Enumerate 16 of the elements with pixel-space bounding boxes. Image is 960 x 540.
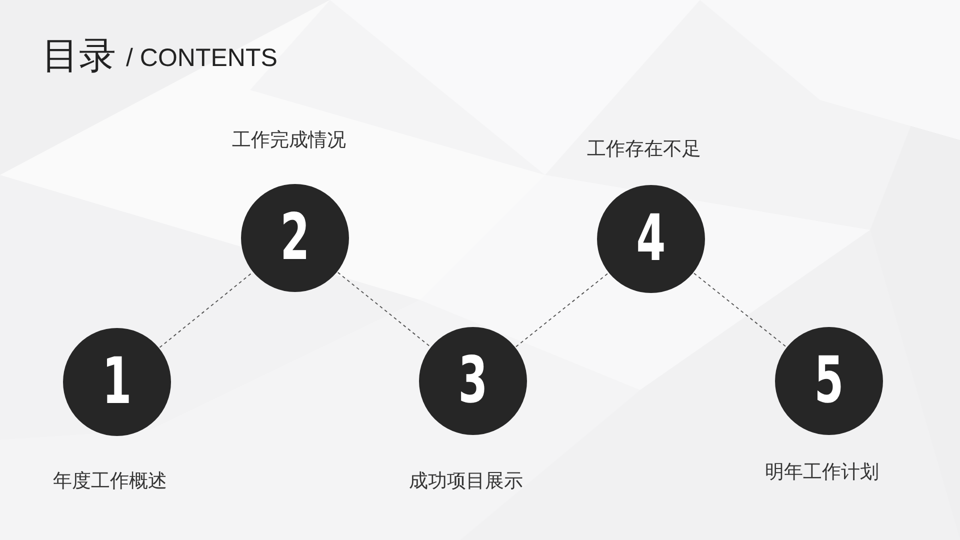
dashed-connector <box>516 272 608 348</box>
number: 1 <box>102 350 132 414</box>
dashed-connector <box>159 272 253 348</box>
title: 目录 <box>42 34 116 78</box>
number: 4 <box>636 207 666 271</box>
section-title: 明年工作计划 <box>765 460 879 484</box>
number: 5 <box>814 349 844 413</box>
number: 2 <box>280 206 310 270</box>
dashed-connector <box>337 272 431 348</box>
dashed-connector <box>694 272 786 348</box>
section-title: 工作存在不足 <box>587 137 701 161</box>
number: 3 <box>458 349 488 413</box>
subtitle: / CONTENTS <box>126 43 278 74</box>
section-title: 工作完成情况 <box>232 128 346 152</box>
section-title: 年度工作概述 <box>53 469 167 493</box>
section-title: 成功项目展示 <box>409 469 523 493</box>
